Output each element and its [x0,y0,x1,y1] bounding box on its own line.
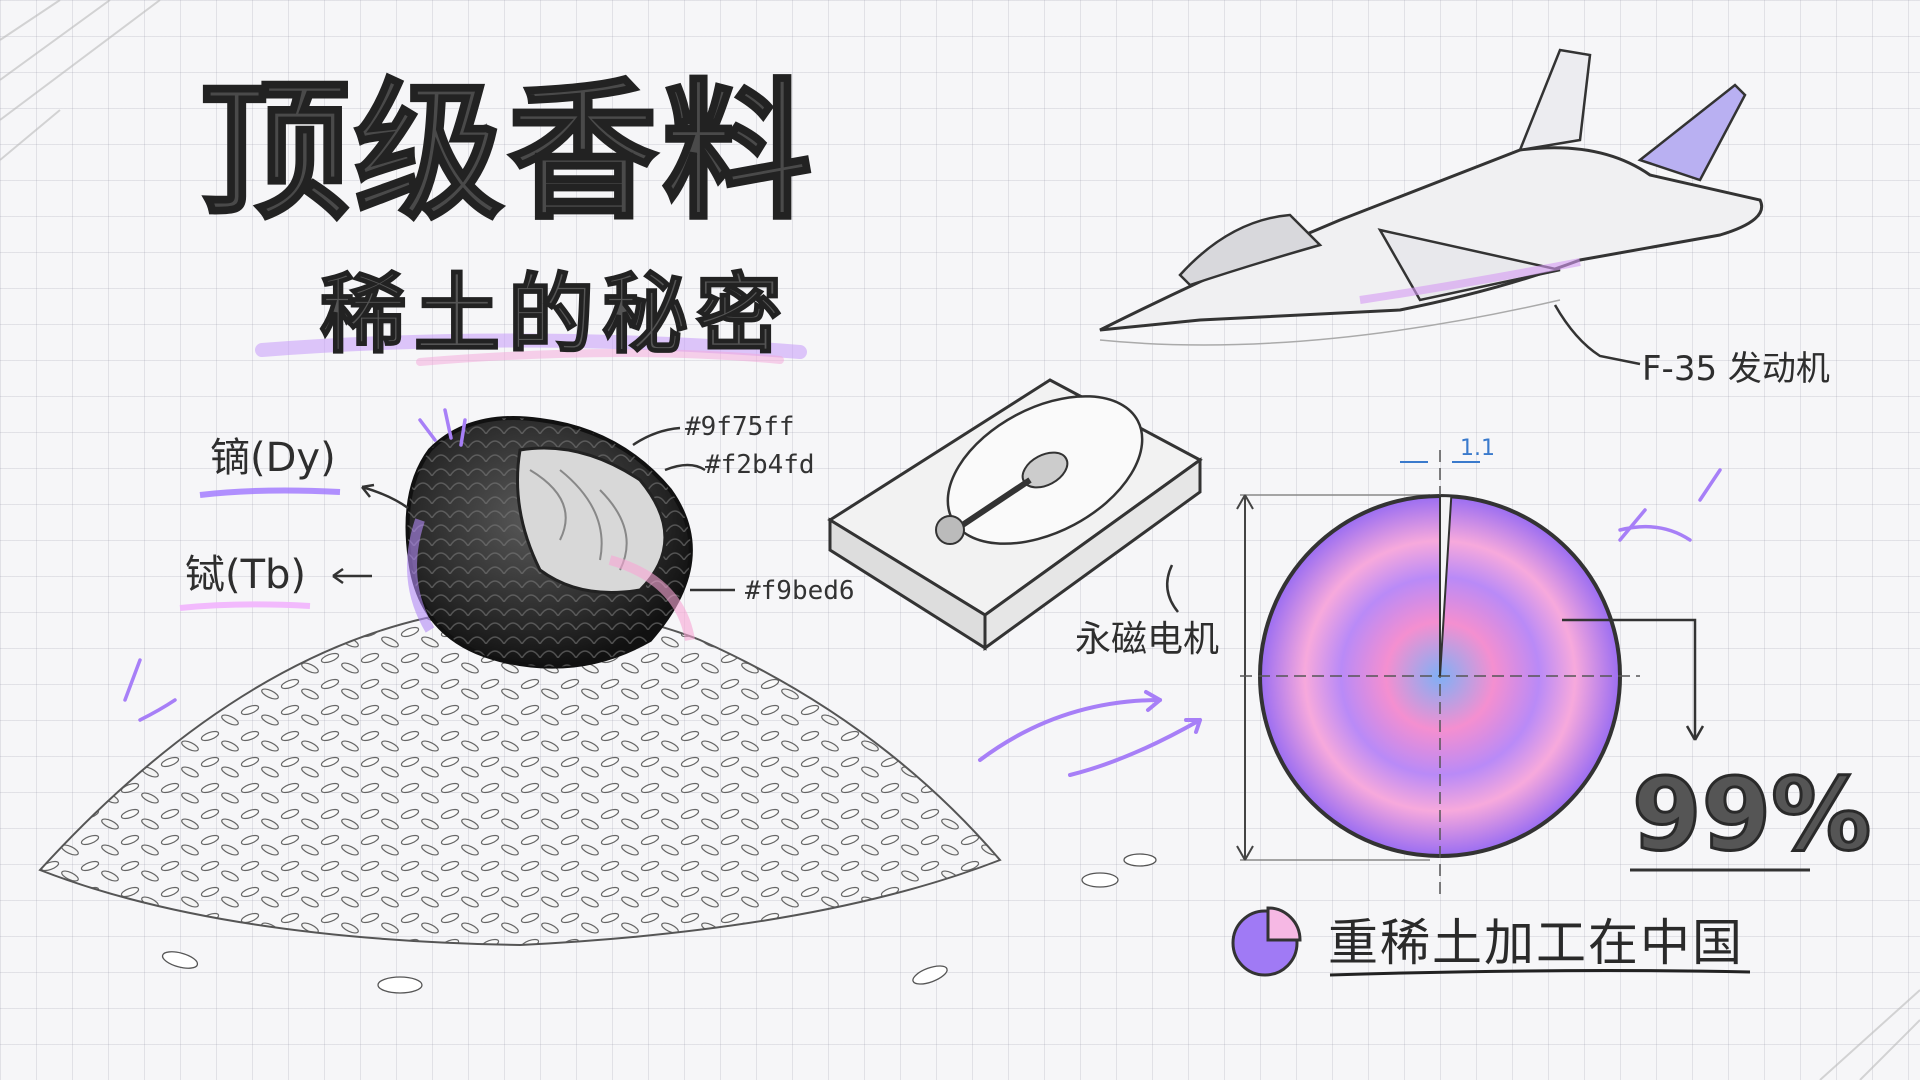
footer-underline [1329,969,1751,977]
dimension-label: 1.1 [1460,436,1495,461]
page-title: 顶级香料 [198,66,817,240]
rice-loose-grains [161,853,1157,994]
rice-pile-illustration [38,607,1002,947]
engine-callout: F-35 发动机 [1642,349,1830,389]
motor-arrow [1165,564,1179,613]
truffle-illustration [405,416,695,669]
engine-callout-lines [1553,304,1641,366]
hard-drive-illustration [827,378,1203,651]
element-arrows [332,426,735,592]
subtitle-highlight [255,333,807,359]
swatch-label-purple: #9f75ff [685,412,795,442]
terbium-label: 铽(Tb) [185,552,307,598]
fighter-jet-illustration [1099,48,1763,346]
footer-caption: 重稀土加工在中国 [1328,914,1744,972]
dysprosium-label: 镝(Dy) [210,435,336,481]
rare-earth-share-chart [1236,450,1810,900]
motor-callout: 永磁电机 [1075,619,1220,660]
swatch-label-lilac: #f2b4fd [705,450,815,480]
flow-arrows [978,690,1202,777]
pie-chart-icon [1231,906,1302,977]
swatch-label-pink: #f9bed6 [745,576,855,606]
page-subtitle: 稀土的秘密 [319,265,790,365]
tb-underline [179,601,311,611]
percentage-value: 99% [1630,756,1872,873]
dy-underline [199,487,341,498]
sparkle-marks [123,408,1722,722]
pie-remaining-slice [1439,494,1453,677]
subtitle-highlight-2 [416,348,784,366]
